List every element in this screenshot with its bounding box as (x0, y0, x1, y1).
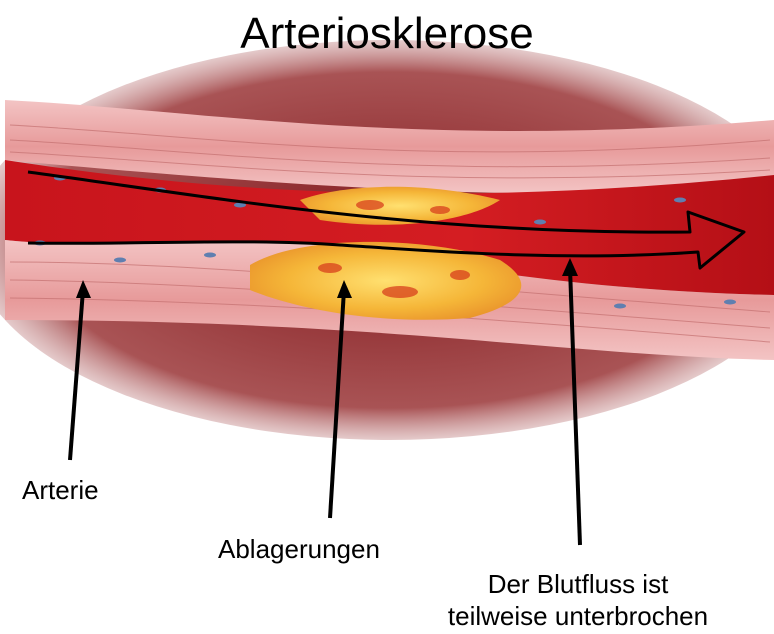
label-blood-flow-line1: Der Blutfluss ist (418, 568, 738, 600)
label-deposits: Ablagerungen (218, 533, 380, 565)
page-title: Arteriosklerose (0, 8, 774, 60)
label-artery: Arterie (22, 474, 99, 506)
label-blood-flow-line2: teilweise unterbrochen (418, 600, 738, 632)
label-blood-flow: Der Blutfluss ist teilweise unterbrochen (418, 568, 738, 632)
